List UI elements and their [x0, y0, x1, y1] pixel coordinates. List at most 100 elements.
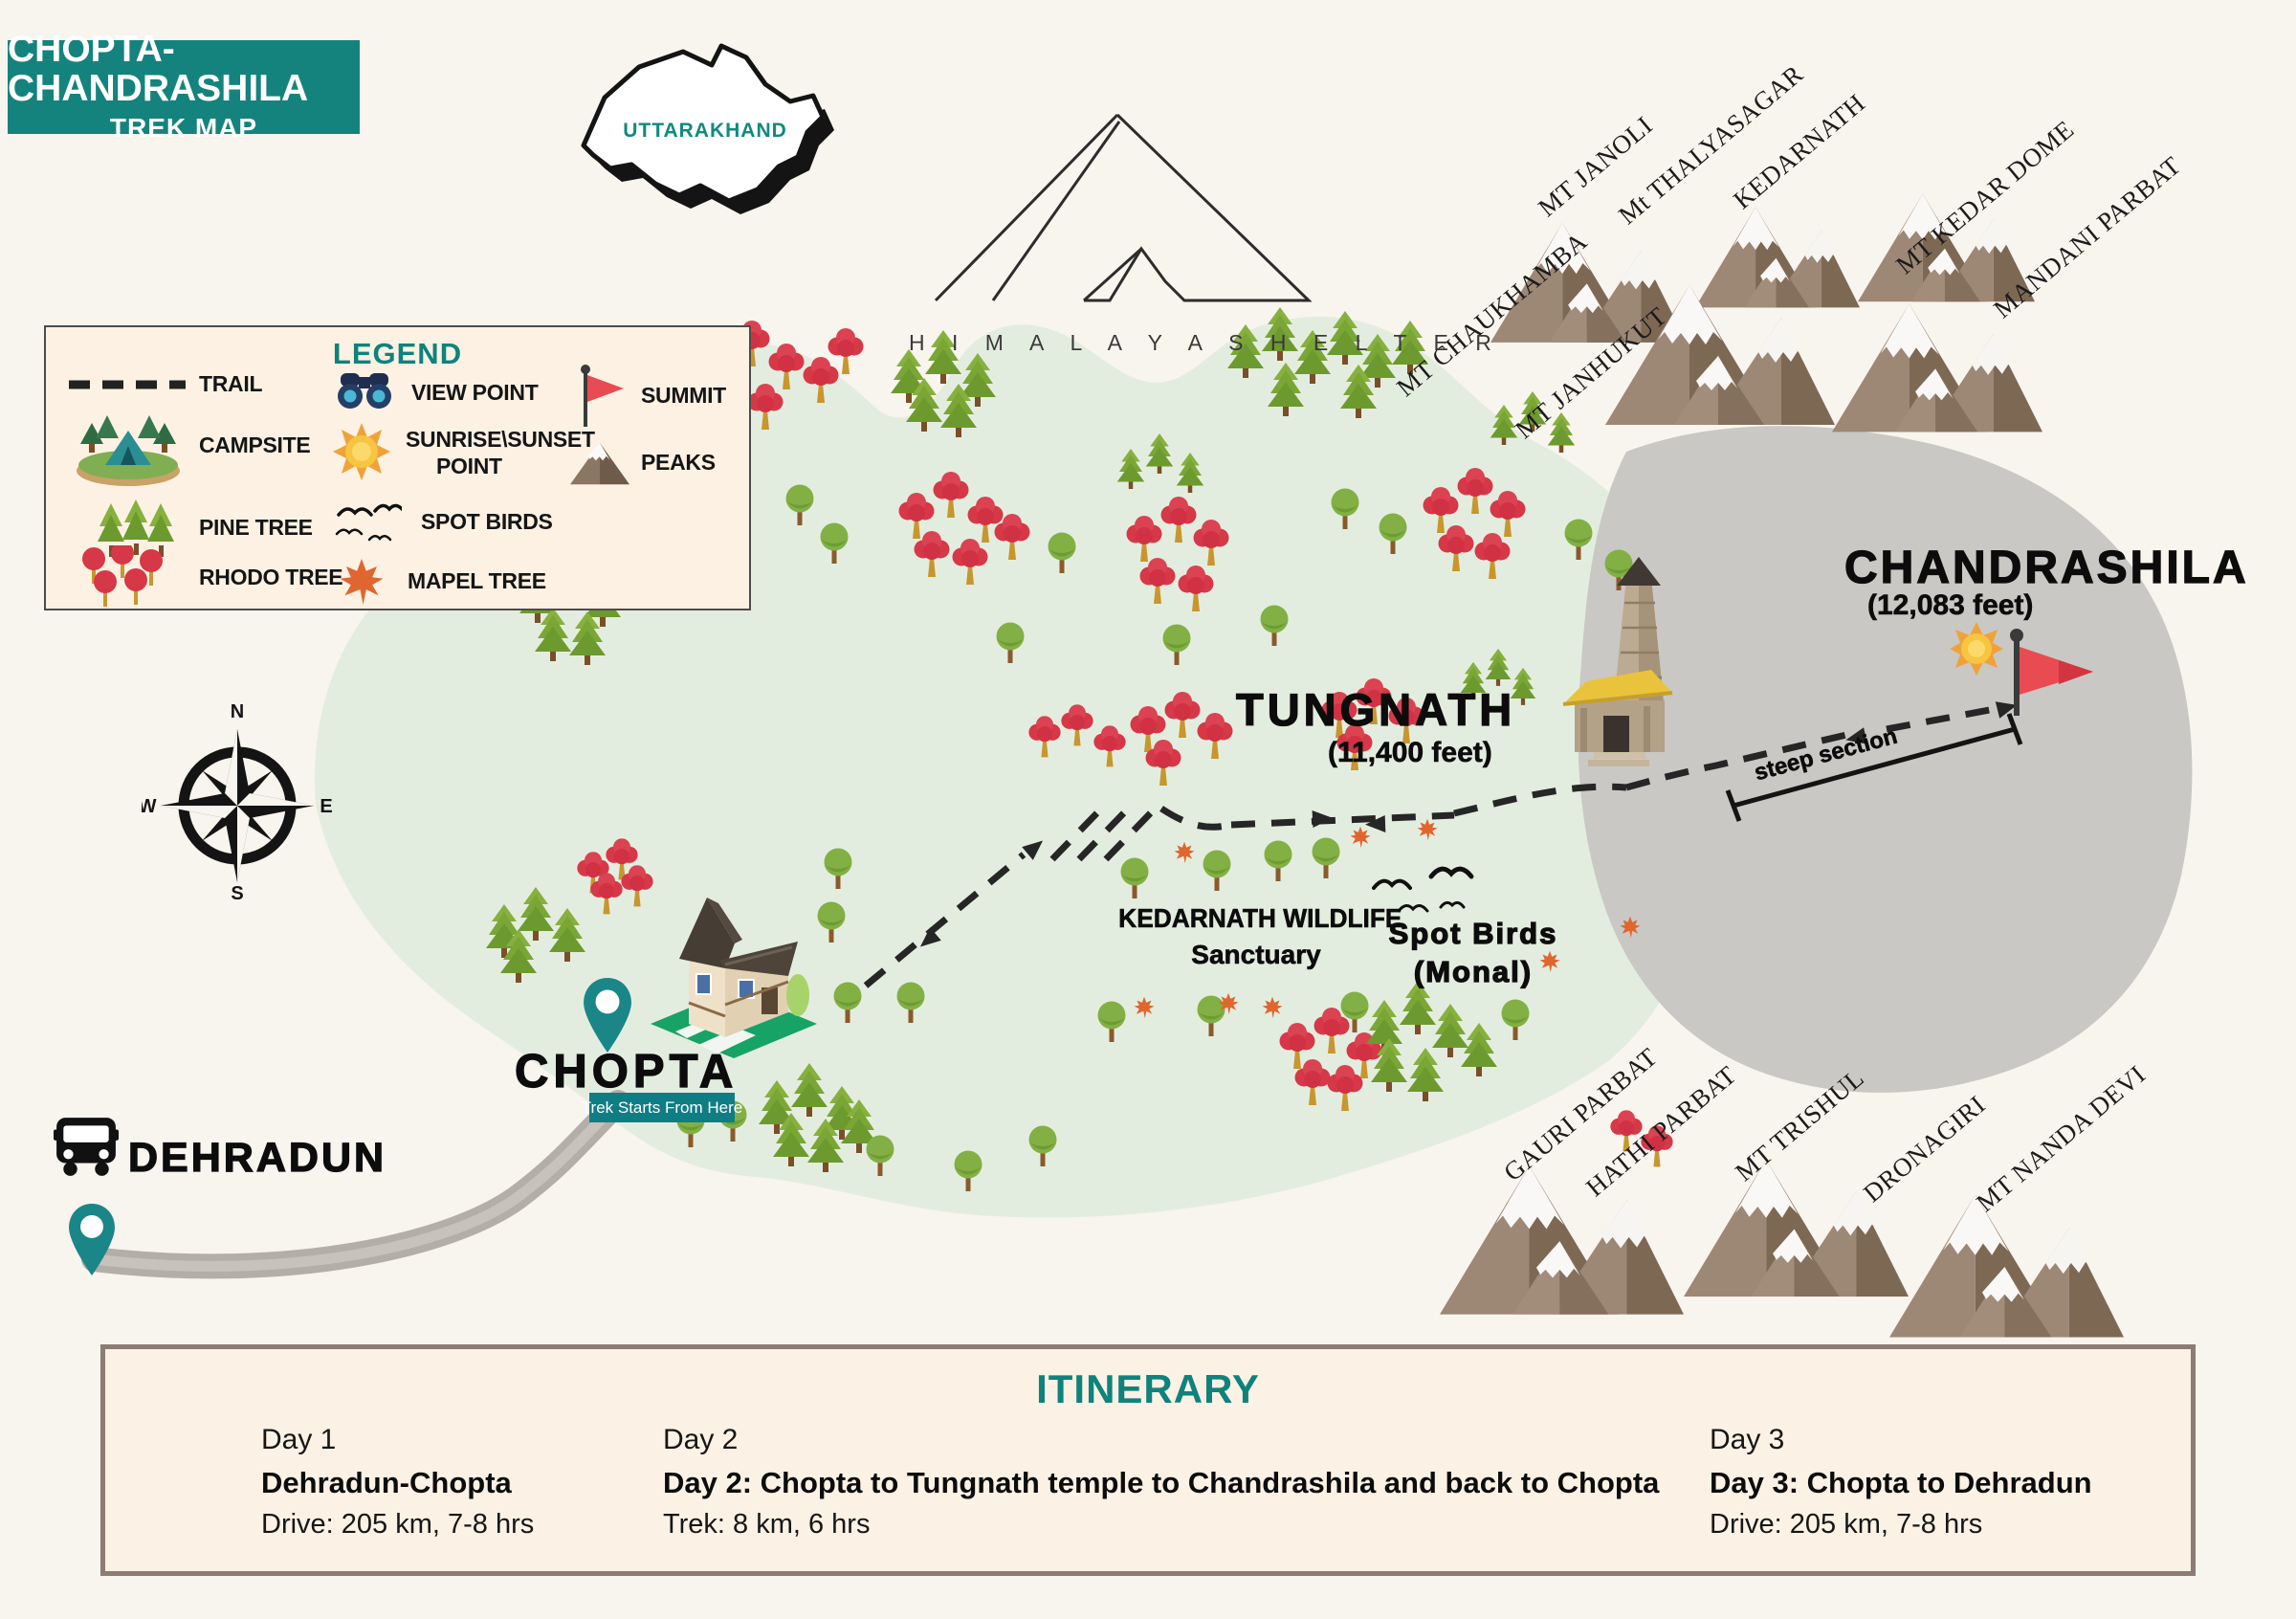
itinerary-title: ITINERARY	[1036, 1366, 1260, 1411]
bus-icon	[54, 1116, 119, 1182]
rhodo-tree-icon	[1164, 692, 1201, 746]
pine-tree-icon	[1176, 453, 1204, 498]
pine-tree-icon	[1460, 1023, 1498, 1081]
trail-path	[863, 705, 1996, 988]
round-tree-icon	[994, 621, 1027, 670]
rhodo-tree-icon	[621, 865, 653, 915]
birds-icon	[1372, 866, 1474, 913]
round-tree-icon	[1329, 487, 1361, 536]
alpine-area	[1578, 426, 2193, 1093]
mountain-peaks-icon	[1440, 1160, 1684, 1325]
round-tree-icon	[1562, 518, 1595, 566]
rhodo-tree-icon	[1061, 704, 1093, 754]
pine-tree-icon	[1460, 661, 1487, 704]
rhodo-tree-icon	[1130, 706, 1166, 761]
round-tree-icon	[1195, 994, 1227, 1043]
round-tree-icon	[831, 981, 864, 1030]
mountain-peaks-icon	[1832, 299, 2042, 442]
trail-arrows	[919, 701, 2018, 947]
view-point-icon	[338, 373, 391, 409]
round-tree-icon	[822, 847, 854, 896]
sunrise-sunset-icon	[333, 423, 390, 480]
chopta-pin-icon	[584, 978, 631, 1057]
pine-tree-icon	[568, 611, 607, 670]
pine-tree-icon	[534, 608, 572, 666]
chandrashila-elevation: (12,083 feet)	[1867, 589, 2034, 622]
pine-tree-icon	[939, 384, 978, 442]
rhodo-tree-icon	[606, 838, 638, 888]
mountain-peaks-icon	[1889, 1188, 2124, 1348]
rhodo-tree-icon	[1423, 487, 1459, 542]
round-tree-icon	[818, 521, 850, 570]
campsite-icon	[77, 415, 180, 486]
svg-text:E: E	[320, 796, 332, 817]
rhodo-tree-icon	[747, 384, 784, 438]
round-tree-icon	[1027, 1124, 1059, 1173]
round-tree-icon	[1118, 856, 1151, 905]
mountain-peaks-icon	[1605, 279, 1835, 435]
pine-tree-icon	[517, 887, 555, 945]
spot-birds-legend-icon	[335, 503, 402, 542]
steep-section-bracket	[1725, 713, 2023, 822]
svg-text:W: W	[142, 796, 157, 817]
pine-tree-icon	[806, 1119, 845, 1177]
rhodo-tree-icon	[1294, 1059, 1331, 1114]
pine-tree-icon	[772, 1113, 810, 1171]
legend-box: LEGEND TRAIL CAMPSITE PINE TREE	[44, 325, 751, 610]
maple-leaf-icon	[1217, 992, 1240, 1020]
pine-tree-icon	[1485, 648, 1512, 691]
rhodo-tree-icon	[1028, 716, 1061, 765]
round-tree-icon	[1160, 623, 1193, 672]
round-tree-icon	[1095, 1000, 1128, 1049]
round-tree-icon	[1499, 998, 1532, 1047]
pine-tree-icon	[758, 1080, 796, 1139]
pine-tree-icon	[1339, 365, 1378, 423]
legend-summit-label: SUMMIT	[641, 383, 726, 408]
rhodo-tree-icon	[1346, 1032, 1382, 1087]
pine-tree-icon	[1518, 391, 1547, 436]
summit-legend-icon	[581, 365, 624, 427]
rhodo-tree-icon	[1197, 713, 1233, 767]
round-tree-icon	[864, 1134, 896, 1183]
chandrashila-label: CHANDRASHILA	[1843, 542, 2249, 593]
tungnath-elevation: (11,400 feet)	[1328, 737, 1492, 769]
rhodo-tree-icon	[1336, 724, 1373, 779]
rhodo-tree-icon	[1193, 520, 1229, 574]
pine-tree-icon	[1547, 412, 1576, 457]
pine-tree-icon	[1293, 330, 1332, 388]
sanctuary-label: KEDARNATH WILDLIFE Sanctuary	[1118, 903, 1402, 970]
pine-tree-icon	[1431, 1004, 1469, 1062]
svg-text:S: S	[231, 883, 243, 901]
pine-tree-icon	[548, 908, 586, 966]
pine-tree-icon	[840, 1099, 878, 1158]
round-tree-icon	[1046, 531, 1078, 580]
rhodo-tree-icon	[1139, 558, 1176, 612]
maple-leaf-icon	[1349, 826, 1372, 854]
chopta-house-icon	[643, 882, 825, 1064]
mountain-peaks-icon	[1858, 189, 2035, 311]
spot-birds-label: Spot Birds (Monal)	[1388, 916, 1558, 988]
legend-campsite-label: CAMPSITE	[199, 432, 311, 457]
rhodo-tree-icon	[1126, 516, 1162, 570]
rhodo-tree-icon	[933, 472, 969, 526]
maple-leaf-icon	[1538, 950, 1561, 978]
maple-leaf-icon	[1416, 818, 1439, 846]
pine-tree-icon	[1370, 1038, 1408, 1097]
round-tree-icon	[784, 483, 816, 532]
chopta-label: CHOPTA	[514, 1045, 739, 1098]
chopta-badge: Trek Starts From Here	[582, 1093, 742, 1122]
rhodo-tree-icon	[994, 514, 1030, 568]
himalaya-shelter-logo: H I M A L A Y A S H E L T E R	[909, 78, 1502, 356]
rhodo-tree-icon	[1160, 497, 1197, 551]
logo-text: H I M A L A Y A S H E L T E R	[909, 330, 1502, 355]
pine-tree-icon	[1326, 311, 1364, 369]
pine-tree-icon	[959, 353, 997, 411]
summit-flag-icon	[2010, 629, 2093, 716]
tungnath-temple-icon	[1557, 557, 1711, 787]
uttarakhand-label: UTTARAKHAND	[623, 119, 787, 142]
rhodo-tree-icon	[1641, 1125, 1673, 1175]
legend-sunrise-label: SUNRISE\SUNSET	[406, 427, 595, 452]
legend-trail-label: TRAIL	[199, 371, 263, 396]
maple-leaf-icon	[1173, 841, 1196, 869]
itinerary-day-2: Day 2 Day 2: Chopta to Tungnath temple t…	[663, 1424, 1660, 1540]
